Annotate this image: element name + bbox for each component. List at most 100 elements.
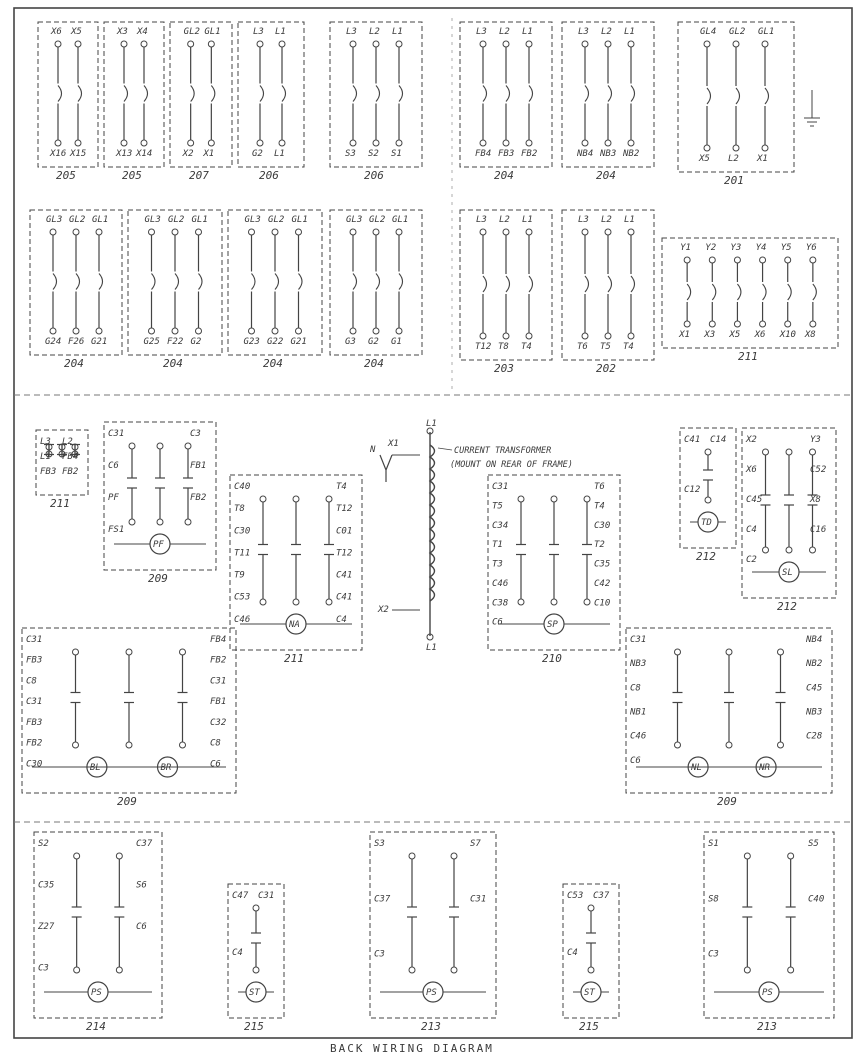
terminal-node	[604, 139, 612, 147]
contact-arc	[210, 85, 216, 102]
contact-arc	[251, 273, 256, 290]
panel-number: 209	[148, 572, 168, 585]
terminal-node	[72, 228, 80, 236]
ct-label-n: N	[369, 445, 376, 455]
terminal-node	[58, 443, 66, 451]
terminal-node	[674, 648, 681, 656]
terminal-label: G2	[191, 337, 202, 347]
terminal-node	[525, 139, 533, 147]
coil-label: PS	[426, 988, 437, 998]
terminal-node	[759, 256, 767, 264]
terminal-label: C41	[336, 593, 352, 603]
terminal-label: C46	[492, 579, 508, 589]
contact-arc	[528, 275, 534, 293]
terminal-node	[604, 40, 612, 48]
terminal-label: X5	[698, 154, 710, 164]
contact-arc	[584, 275, 590, 293]
terminal-node	[581, 139, 589, 147]
contact-arc	[281, 85, 287, 102]
terminal-node	[777, 648, 784, 656]
terminal-node	[49, 327, 57, 335]
terminal-label: L3	[578, 215, 589, 225]
terminal-node	[148, 327, 155, 335]
terminal-node	[703, 40, 711, 48]
terminal-label: GL1	[292, 215, 308, 225]
terminal-node	[54, 139, 62, 147]
terminal-label: NB2	[622, 149, 639, 159]
terminal-node	[627, 332, 635, 340]
terminal-label: C10	[594, 598, 610, 608]
contact-arc	[711, 283, 717, 301]
terminal-node	[120, 40, 128, 48]
terminal-node	[704, 496, 712, 504]
terminal-node	[372, 327, 380, 335]
panel-number: 213	[421, 1020, 441, 1033]
terminal-label: C01	[336, 526, 352, 536]
panel-number: 213	[757, 1020, 777, 1033]
terminal-label: C31	[210, 676, 226, 686]
terminal-node	[71, 443, 79, 451]
panel-number: 206	[259, 169, 279, 182]
panel-number: 212	[777, 600, 797, 613]
terminal-node	[762, 448, 769, 456]
contact-arc	[528, 85, 534, 102]
terminal-label: X5	[728, 330, 740, 340]
terminal-node	[372, 139, 380, 147]
terminal-node	[125, 648, 133, 656]
terminal-label: T6	[594, 482, 605, 492]
current-transformer: N X1 X2 L1 L1 CURRENT TRANSFORMER (MOUNT…	[369, 419, 573, 653]
terminal-label: S6	[136, 881, 147, 891]
contact-arc	[198, 273, 203, 290]
panel-number: 206	[364, 169, 384, 182]
terminal-label: Y5	[781, 243, 792, 253]
terminal-label: C31	[258, 891, 274, 901]
terminal-label: X13	[115, 149, 132, 159]
terminal-label: GL1	[392, 215, 408, 225]
terminal-label: C30	[26, 759, 42, 769]
terminal-label: L1	[40, 452, 51, 462]
terminal-label: T12	[336, 548, 352, 558]
terminal-label: C41	[336, 571, 352, 581]
terminal-label: S1	[708, 839, 719, 849]
terminal-label: G2	[252, 149, 263, 159]
terminal-node	[72, 648, 79, 656]
terminal-label: X3	[116, 27, 128, 37]
contact-arc	[259, 85, 265, 102]
terminal-label: C30	[594, 521, 610, 531]
terminal-node	[195, 228, 202, 236]
terminal-label: L2	[499, 27, 510, 37]
terminal-label: C52	[810, 465, 826, 475]
terminal-node	[674, 741, 681, 749]
terminal-label: X1	[756, 154, 768, 164]
terminal-label: Y1	[680, 243, 691, 253]
terminal-label: FB2	[190, 493, 206, 503]
contact-arc	[398, 273, 404, 290]
contact-arc	[505, 275, 511, 293]
terminal-label: GL3	[145, 215, 161, 225]
contact-arc	[298, 273, 303, 290]
coil-label: SL	[782, 568, 793, 578]
terminal-node	[581, 40, 589, 48]
terminal-node	[156, 518, 164, 526]
terminal-label: T6	[577, 342, 588, 352]
terminal-node	[179, 648, 186, 656]
terminal-label: PF	[108, 493, 119, 503]
ct-label-l1-bottom: L1	[426, 643, 437, 653]
terminal-label: T8	[498, 342, 509, 352]
terminal-label: GL2	[729, 27, 745, 37]
terminal-node	[450, 852, 458, 860]
panel-number: 215	[579, 1020, 599, 1033]
terminal-label: X6	[50, 27, 62, 37]
terminal-label: T12	[475, 342, 491, 352]
